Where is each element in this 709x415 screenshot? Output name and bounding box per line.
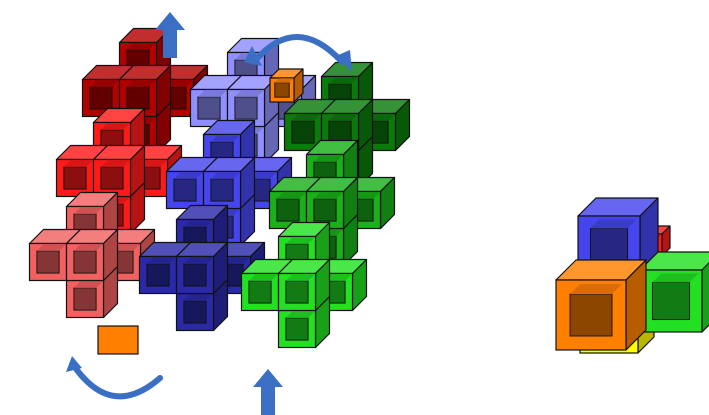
cube-hollow-opening <box>146 263 170 287</box>
motion-arrows <box>66 12 352 415</box>
cube-inner-wall <box>110 243 141 251</box>
cube-cell <box>92 144 146 198</box>
cube-inner-wall <box>328 76 359 84</box>
cube-inner-wall <box>285 310 316 318</box>
cube-hollow-opening <box>183 300 207 324</box>
cube-hollow-opening <box>328 120 352 144</box>
cube-cell <box>175 241 229 295</box>
cube-inner-wall <box>322 273 353 281</box>
cube-hollow-opening <box>183 263 207 287</box>
curved-rotation-arrow-icon <box>251 34 345 65</box>
cube-inner-wall <box>197 89 228 97</box>
cube-hollow-opening <box>313 198 337 222</box>
cube-inner-wall <box>285 236 316 244</box>
piece-bright-green <box>240 221 368 349</box>
cube-inner-wall <box>163 79 194 87</box>
cube-hollow-opening <box>276 198 300 222</box>
cube-inner-wall <box>73 280 104 288</box>
cube-hollow-opening <box>36 250 60 274</box>
cube-inner-wall <box>146 256 177 264</box>
cube-cell <box>305 176 359 230</box>
cube-hollow-opening <box>100 166 124 190</box>
cube-hollow-opening <box>197 96 221 120</box>
piece-dark-red <box>81 27 209 155</box>
cube-inner-wall <box>210 134 241 142</box>
cube-hollow-opening <box>73 287 97 311</box>
cube-cell <box>65 228 119 282</box>
cube-inner-wall <box>36 243 67 251</box>
cube-hollow-opening <box>291 120 315 144</box>
cube-inner-wall <box>63 159 94 167</box>
cube-inner-wall <box>173 171 204 179</box>
cube-hollow-opening <box>285 317 309 341</box>
cube-inner-wall <box>210 171 241 179</box>
cube-cell <box>202 156 256 210</box>
up-arrow-icon <box>253 369 283 415</box>
cube-inner-wall <box>652 273 699 283</box>
single-puzzle-piece <box>555 197 709 354</box>
cube-inner-wall <box>126 42 157 50</box>
cube-inner-wall <box>137 159 168 167</box>
cube-inner-wall <box>313 154 344 162</box>
cube-hollow-opening <box>173 178 197 202</box>
cube-inner-wall <box>100 159 131 167</box>
cube-inner-wall <box>73 243 104 251</box>
cube-inner-wall <box>328 113 359 121</box>
cube-inner-wall <box>100 122 131 130</box>
cube-inner-wall <box>570 284 622 294</box>
cube-hollow-opening <box>210 178 234 202</box>
cube-cell <box>277 258 331 312</box>
cube-inner-wall <box>183 219 214 227</box>
cube-inner-wall <box>590 219 637 229</box>
cube-hollow-opening <box>285 280 309 304</box>
cube-hollow-opening <box>651 281 691 321</box>
cube-inner-wall <box>183 256 214 264</box>
piece-light-red <box>28 191 156 319</box>
cube-hollow-opening <box>274 82 290 98</box>
cube-inner-wall <box>248 273 279 281</box>
up-arrow-icon <box>155 12 185 58</box>
cube-inner-wall <box>89 79 120 87</box>
cube-inner-wall <box>234 89 265 97</box>
orange-cube-top <box>269 68 304 103</box>
curved-arrow-head <box>244 46 262 66</box>
curved-rotation-arrow-icon <box>71 363 163 400</box>
cube-inner-wall <box>183 293 214 301</box>
cube-inner-wall <box>276 191 307 199</box>
cube-inner-wall <box>350 191 381 199</box>
curved-arrow-head <box>66 356 82 372</box>
cube-hollow-opening <box>63 166 87 190</box>
cube-inner-wall <box>247 171 278 179</box>
interlocking-cube-puzzle <box>28 27 411 355</box>
cube-inner-wall <box>126 79 157 87</box>
cube-hollow-opening <box>234 96 258 120</box>
cube-hollow-opening <box>89 86 113 110</box>
curved-arrow-head <box>336 50 352 72</box>
cube-inner-wall <box>220 256 251 264</box>
cube-inner-wall <box>73 206 104 214</box>
cube-hollow-opening <box>126 86 150 110</box>
cube-inner-wall <box>274 78 294 83</box>
cube-inner-wall <box>313 191 344 199</box>
cube-inner-wall <box>365 113 396 121</box>
cube-hollow-opening <box>569 293 613 337</box>
cube-hollow-opening <box>73 250 97 274</box>
cube-inner-wall <box>285 273 316 281</box>
cube-inner-wall <box>291 113 322 121</box>
orange-block-bottom <box>97 325 139 355</box>
green-cube-right <box>639 251 709 333</box>
orange-cube-front <box>555 259 647 351</box>
cube-cell <box>118 64 172 118</box>
cube-hollow-opening <box>248 280 272 304</box>
